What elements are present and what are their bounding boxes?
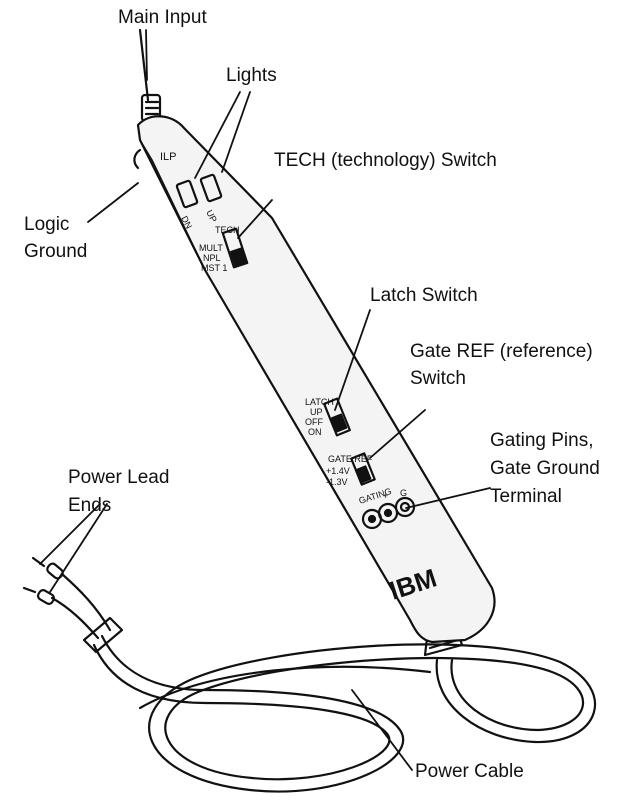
label-logic-ground-line1: Logic <box>24 214 70 235</box>
tech-mult-label: MULT <box>199 243 223 253</box>
power-lead-ends <box>22 556 124 654</box>
latch-switch <box>323 397 351 437</box>
label-power-lead-line1: Power Lead <box>68 467 170 488</box>
label-power-lead-line2: Ends <box>68 495 112 516</box>
label-gating-pins-line3: Terminal <box>490 486 562 507</box>
leader-lines <box>39 29 491 771</box>
gating-g-label: G <box>400 488 407 498</box>
gate-v1-label: +1.4V <box>326 466 350 476</box>
label-gate-ref-line1: Gate REF (reference) <box>410 341 593 362</box>
latch-off-label: OFF <box>305 417 323 427</box>
logic-ground-clip <box>133 148 142 170</box>
label-main-input: Main Input <box>118 7 207 28</box>
power-cable <box>92 634 597 793</box>
gate-v2-label: -1.3V <box>326 477 348 487</box>
light-up <box>199 173 223 203</box>
label-gating-pins-line1: Gating Pins, <box>490 430 594 451</box>
label-logic-ground-line2: Ground <box>24 241 88 262</box>
latch-up-label: UP <box>310 407 323 417</box>
label-gating-pins-line2: Gate Ground <box>490 458 600 479</box>
tech-npl-label: NPL <box>203 253 221 263</box>
probe-model-label: ILP <box>160 151 177 163</box>
gating-plus-label: + <box>383 491 388 501</box>
tech-mst1-label: MST 1 <box>201 263 227 273</box>
label-gate-ref-line2: Switch <box>410 368 466 389</box>
tech-label: TECH <box>215 225 240 235</box>
latch-label: LATCH <box>305 397 334 407</box>
label-latch-switch: Latch Switch <box>370 285 478 306</box>
light-dn <box>175 179 199 209</box>
label-tech-switch: TECH (technology) Switch <box>274 150 497 171</box>
label-power-cable: Power Cable <box>415 761 524 782</box>
gate-ref-label: GATE REF <box>328 454 373 464</box>
main-input-tip <box>138 28 162 123</box>
latch-on-label: ON <box>308 427 322 437</box>
tech-switch <box>221 227 249 269</box>
label-lights: Lights <box>226 65 277 86</box>
